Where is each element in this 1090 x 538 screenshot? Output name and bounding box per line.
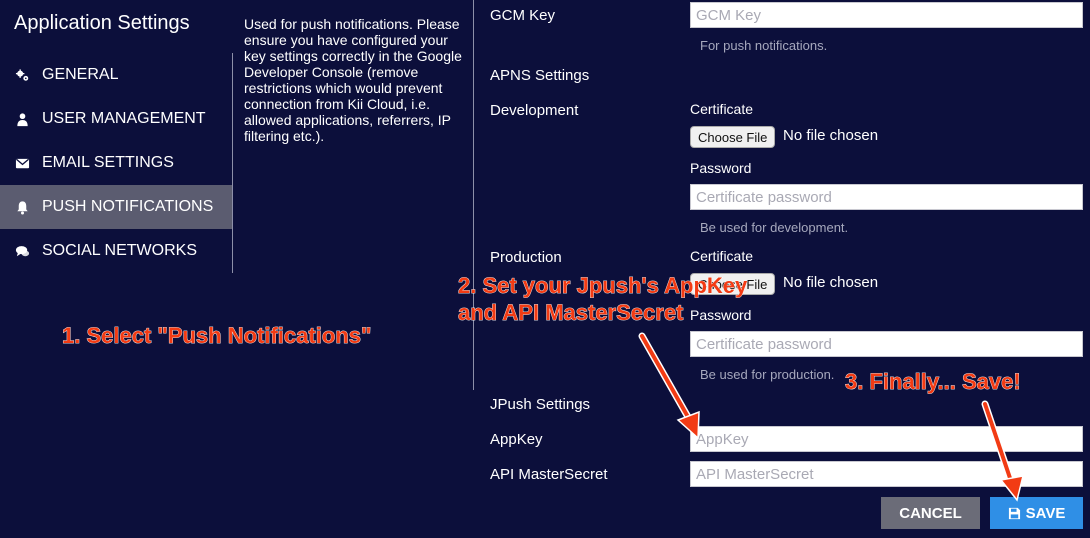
dev-choose-file-button[interactable]: Choose File	[690, 126, 776, 148]
appkey-label: AppKey	[490, 431, 543, 448]
sidebar-item-label: PUSH NOTIFICATIONS	[42, 198, 214, 215]
sidebar-nav: GENERAL USER MANAGEMENT EMAIL SETTINGS P…	[0, 53, 233, 273]
gcm-key-label: GCM Key	[490, 7, 556, 24]
prod-choose-file-button[interactable]: Choose File	[690, 273, 776, 295]
sidebar-item-social-networks[interactable]: SOCIAL NETWORKS	[0, 229, 233, 273]
envelope-icon	[14, 155, 30, 171]
sidebar-item-push-notifications[interactable]: PUSH NOTIFICATIONS	[0, 185, 233, 229]
sidebar-item-user-management[interactable]: USER MANAGEMENT	[0, 97, 233, 141]
api-mastersecret-label: API MasterSecret	[490, 466, 608, 483]
dev-password-hint: Be used for development.	[700, 220, 849, 235]
sidebar-item-general[interactable]: GENERAL	[0, 53, 233, 97]
cancel-button[interactable]: CANCEL	[881, 497, 980, 529]
prod-password-label: Password	[690, 307, 752, 323]
sidebar-item-label: SOCIAL NETWORKS	[42, 242, 197, 259]
jpush-settings-heading: JPush Settings	[490, 396, 591, 413]
prod-file-status: No file chosen	[783, 274, 879, 291]
floppy-disk-icon	[1008, 507, 1026, 520]
bell-icon	[14, 199, 30, 215]
dev-file-status: No file chosen	[783, 127, 879, 144]
gears-icon	[14, 67, 30, 83]
sidebar-item-label: GENERAL	[42, 66, 119, 83]
prod-certificate-password-input[interactable]	[690, 331, 1083, 357]
sidebar-item-label: USER MANAGEMENT	[42, 110, 206, 127]
api-mastersecret-input[interactable]	[690, 461, 1083, 487]
chat-icon	[14, 243, 30, 259]
prod-password-hint: Be used for production.	[700, 367, 835, 382]
app-title: Application Settings	[14, 12, 190, 34]
annotation-step2-line2: and API MasterSecret	[458, 300, 684, 326]
sidebar-item-label: EMAIL SETTINGS	[42, 154, 174, 171]
dev-certificate-password-input[interactable]	[690, 184, 1083, 210]
dev-certificate-label: Certificate	[690, 101, 754, 117]
apns-settings-heading: APNS Settings	[490, 67, 590, 84]
help-text: Used for push notifications. Please ensu…	[244, 16, 462, 144]
gcm-key-hint: For push notifications.	[700, 38, 828, 53]
dev-password-label: Password	[690, 160, 752, 176]
sidebar-item-email-settings[interactable]: EMAIL SETTINGS	[0, 141, 233, 185]
production-label: Production	[490, 249, 562, 266]
main-divider	[473, 0, 474, 390]
user-icon	[14, 111, 30, 127]
cancel-button-label: CANCEL	[899, 504, 962, 522]
annotation-step3: 3. Finally... Save!	[845, 369, 1021, 395]
sidebar-divider	[232, 53, 233, 273]
gcm-key-input[interactable]	[690, 2, 1083, 28]
prod-certificate-label: Certificate	[690, 248, 754, 264]
development-label: Development	[490, 102, 579, 119]
appkey-input[interactable]	[690, 426, 1083, 452]
save-button-label: SAVE	[1025, 504, 1066, 522]
annotation-step2-line1: 2. Set your Jpush's AppKey	[458, 273, 748, 299]
save-button[interactable]: SAVE	[990, 497, 1083, 529]
annotation-step1: 1. Select "Push Notifications"	[62, 323, 372, 349]
